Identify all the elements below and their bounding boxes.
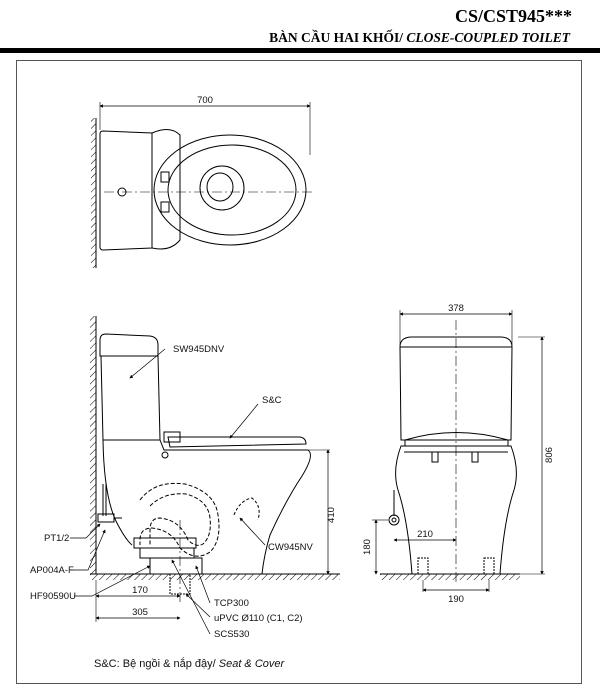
label-tcp: TCP300 [214, 598, 249, 609]
leader-pt [70, 523, 101, 539]
drawing-frame [16, 60, 582, 684]
title-vietnamese: BÀN CẦU HAI KHỐI/ [269, 30, 403, 45]
side-outlet-adapter [149, 557, 203, 575]
front-floor-bolt-left [417, 557, 429, 575]
leader-hf [74, 565, 151, 597]
dim-210-label: 210 [417, 529, 433, 540]
front-floor-hatch [380, 574, 520, 580]
side-rim-channel [233, 497, 260, 521]
title-english: CLOSE-COUPLED TOILET [402, 30, 570, 45]
front-seat [404, 432, 509, 447]
product-title: BÀN CẦU HAI KHỐI/ CLOSE-COUPLED TOILET [269, 30, 570, 46]
front-floor-bolt-right [483, 557, 495, 575]
front-view [372, 310, 545, 592]
side-trapway-outer [139, 482, 220, 557]
front-tank-lid [399, 336, 513, 348]
front-tank-body [399, 346, 513, 441]
front-bowl-body [395, 445, 517, 575]
footnote-english: Seat & Cover [218, 658, 285, 670]
top-view [91, 102, 315, 268]
leader-tcp [195, 565, 211, 604]
side-view [90, 316, 340, 622]
leader-lines [70, 348, 266, 635]
top-wall-hatch [91, 118, 96, 268]
dim-180-label: 180 [362, 539, 373, 555]
front-stop-valve [388, 514, 400, 526]
side-seat-cover [167, 436, 307, 448]
model-number: CS/CST945*** [454, 6, 572, 26]
label-upvc: uPVC Ø110 (C1, C2) [214, 613, 303, 624]
label-hf: HF90590U [30, 591, 76, 602]
leader-tank [129, 348, 166, 379]
leader-seat [229, 403, 259, 439]
leader-ap [70, 529, 106, 571]
dim-806-label: 806 [544, 447, 555, 463]
side-seat-bolt [161, 451, 169, 459]
dim-700-label: 700 [197, 95, 213, 106]
label-tank: SW945DNV [173, 344, 225, 355]
footnote: S&C: Bệ ngồi & nắp đậy/ Seat & Cover [94, 658, 284, 670]
side-seat-hinge [163, 431, 181, 443]
side-outlet-flange [133, 537, 197, 549]
label-pt: PT1/2 [44, 533, 69, 544]
label-scs: SCS530 [214, 629, 249, 640]
dim-170-label: 170 [132, 585, 148, 596]
leader-upvc [185, 593, 211, 618]
footnote-vietnamese: S&C: Bệ ngồi & nắp đậy/ [94, 658, 219, 670]
label-bowl: CW945NV [268, 542, 314, 553]
top-bowl-seat [167, 144, 297, 236]
side-bowl-body [103, 439, 311, 575]
top-bowl-outlet [206, 172, 234, 202]
dim-378-label: 378 [448, 303, 464, 314]
header-rule [0, 48, 600, 53]
leader-scs [171, 559, 211, 635]
dim-190-label: 190 [448, 594, 464, 605]
side-wall-hatch [90, 316, 96, 574]
side-tank-lid [99, 333, 159, 357]
side-supply-pipe [102, 484, 107, 516]
side-floor-hatch [90, 574, 340, 580]
top-hinge-upper [160, 171, 170, 183]
dim-305-label: 305 [132, 607, 148, 618]
leader-bowl [239, 517, 266, 546]
side-tank-body [100, 355, 161, 441]
label-seat: S&C [262, 395, 282, 406]
label-ap: AP004A-F [30, 565, 74, 576]
side-bowl-back [102, 439, 133, 546]
front-stop-valve-core [391, 517, 397, 523]
top-hinge-lower [160, 201, 170, 213]
dim-410-label: 410 [326, 507, 337, 523]
front-bolt-right [471, 451, 479, 463]
top-bowl-inner [199, 165, 245, 211]
top-tank-connector [151, 129, 181, 250]
side-trapway-inner [149, 493, 211, 546]
top-bowl-outer [153, 134, 307, 246]
front-bolt-left [431, 451, 439, 463]
